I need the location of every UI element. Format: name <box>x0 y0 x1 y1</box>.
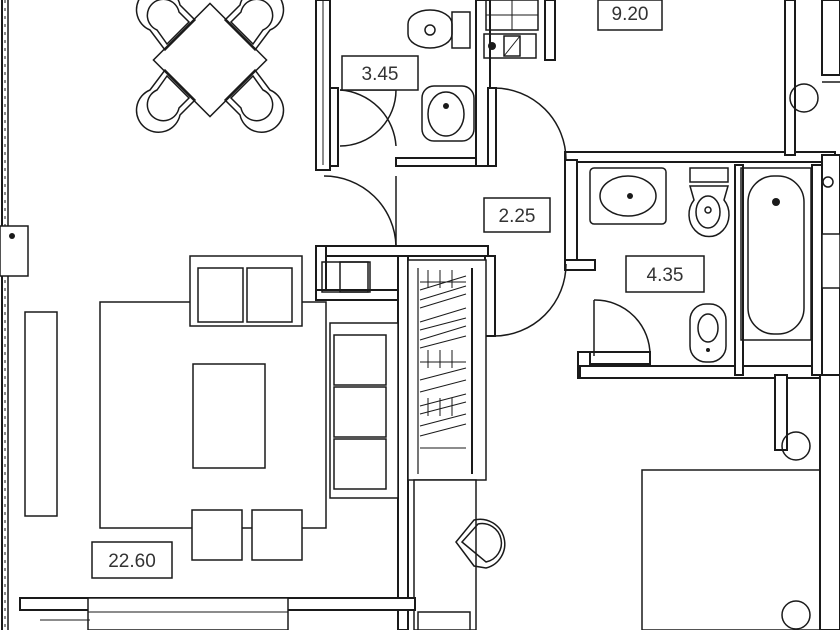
wardrobe <box>417 268 473 474</box>
svg-text:2.25: 2.25 <box>499 206 536 227</box>
svg-text:3.45: 3.45 <box>362 64 399 85</box>
bedroom-furniture <box>455 431 821 630</box>
wc-fixtures <box>407 0 539 142</box>
room-area-label-3-45: 3.45 <box>341 55 419 91</box>
dining-table <box>135 0 285 134</box>
svg-text:4.35: 4.35 <box>647 265 684 286</box>
svg-text:22.60: 22.60 <box>108 551 156 572</box>
living-furniture <box>24 255 399 561</box>
room-area-label-22-60: 22.60 <box>91 541 173 579</box>
top-right-room-items <box>789 81 840 113</box>
doors <box>323 87 651 357</box>
area-labels: 9.20 3.45 2.25 4.35 22.60 <box>91 0 705 579</box>
left-exterior-wall <box>0 0 29 630</box>
room-area-label-2-25: 2.25 <box>483 197 551 233</box>
room-area-label-4-35: 4.35 <box>625 255 705 293</box>
room-area-label-9-20: 9.20 <box>597 0 663 31</box>
bathroom-fixtures <box>589 167 840 363</box>
svg-text:9.20: 9.20 <box>612 4 649 25</box>
